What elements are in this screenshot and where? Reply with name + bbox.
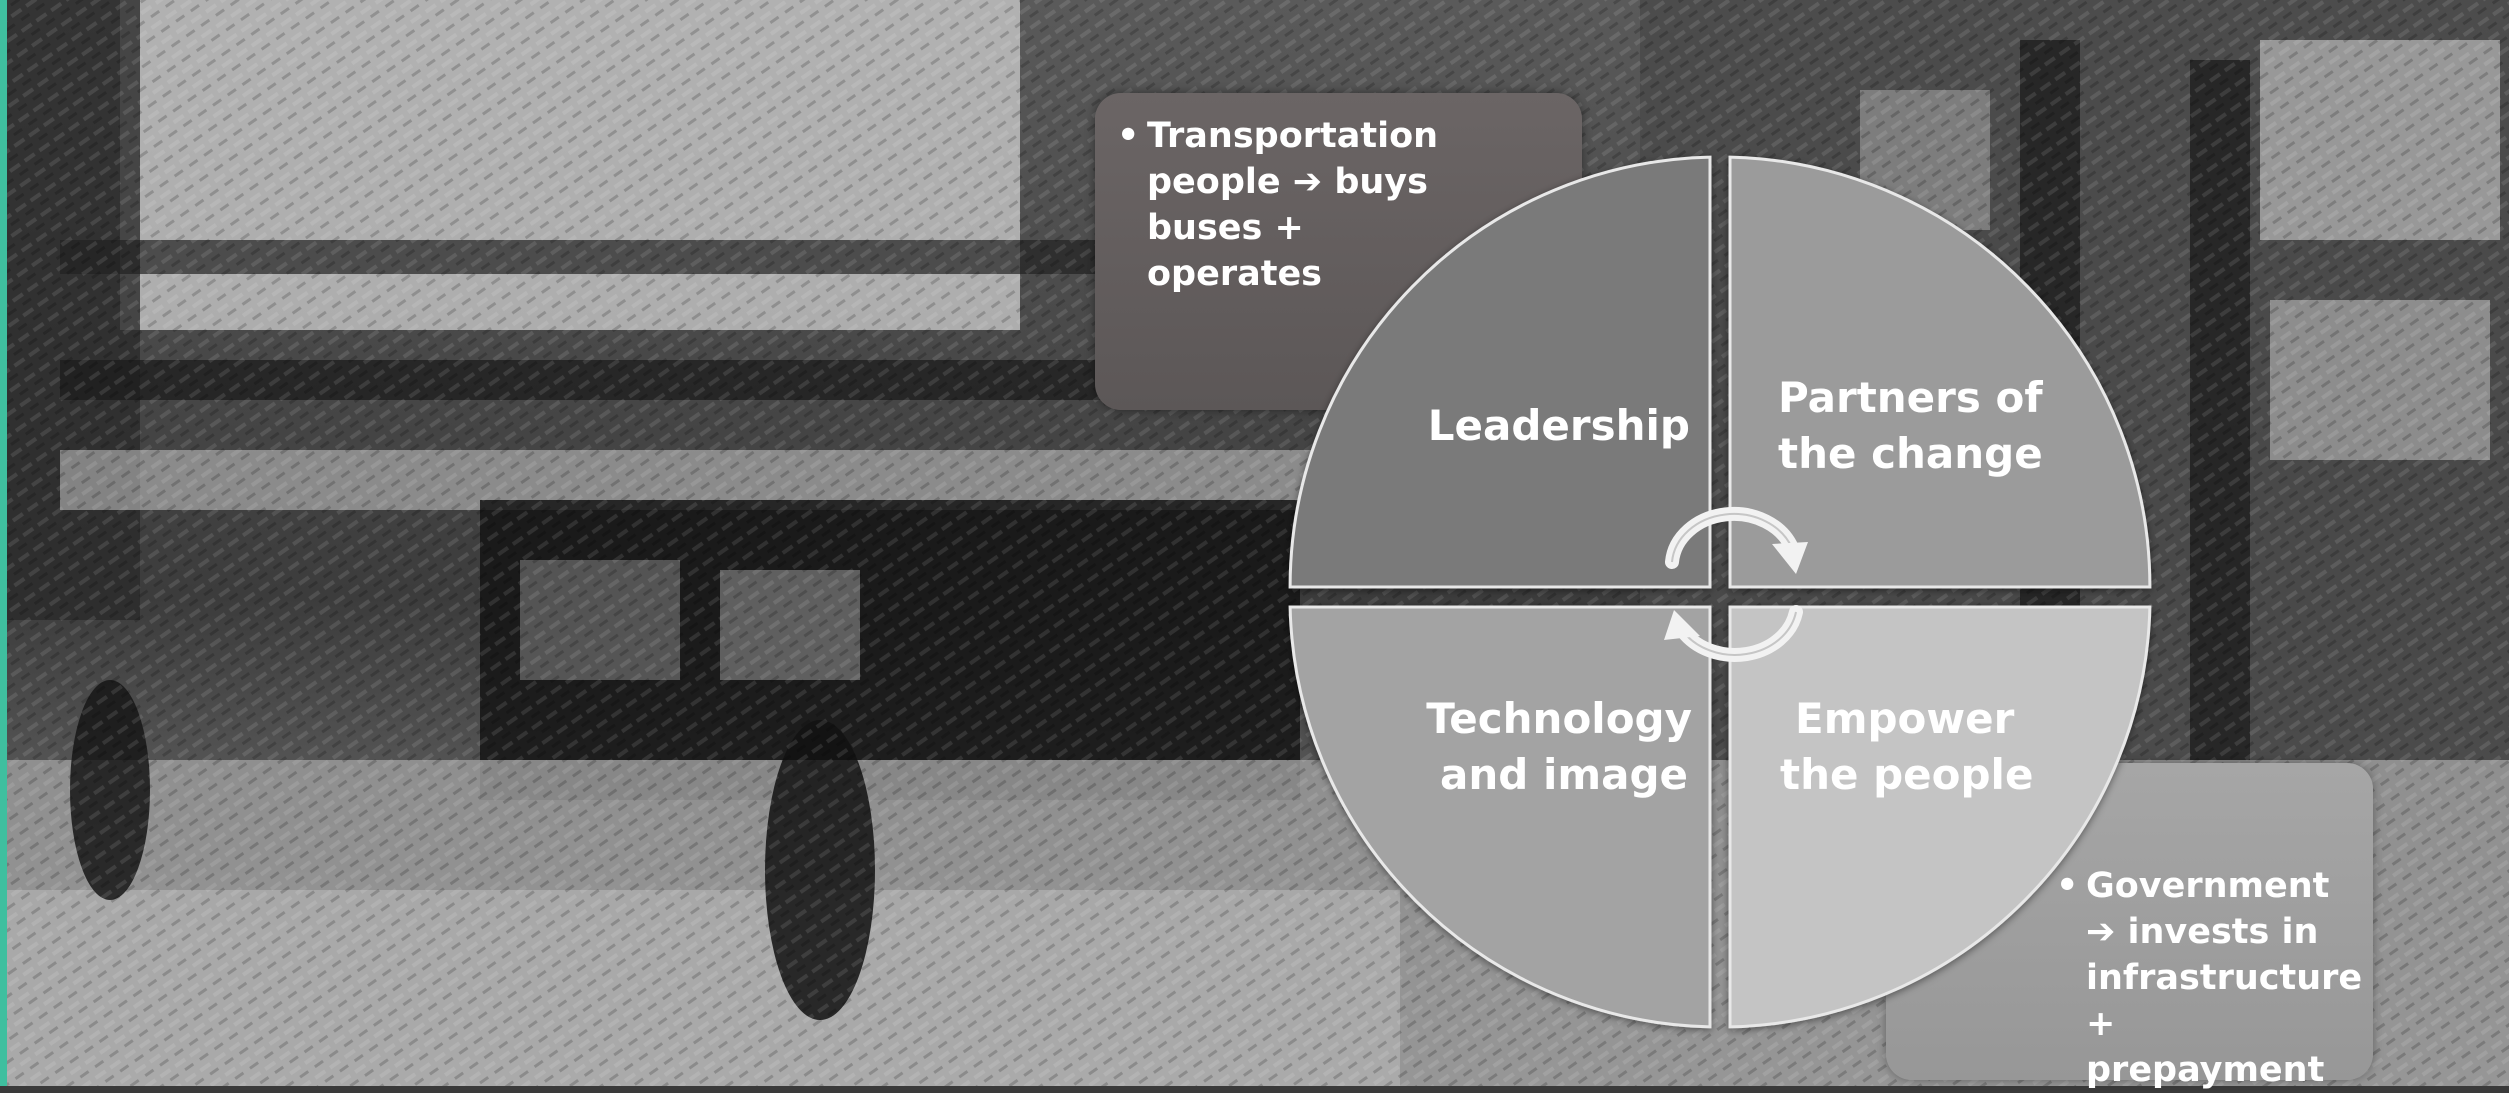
quadrant-empower <box>1728 605 2152 1029</box>
quadrant-partners <box>1728 155 2152 589</box>
callout-line: Transportation <box>1147 116 1439 156</box>
callout-line: people ➔ buys <box>1147 162 1428 202</box>
callout-line: operates <box>1147 254 1323 294</box>
quadrant-label-leadership: Leadership <box>1428 401 1690 450</box>
callout-line: infrastructure <box>2086 958 2363 998</box>
cycle-arrow-icon <box>1664 605 1803 662</box>
quadrant-label-technology: and image <box>1440 750 1688 799</box>
accent-bar <box>0 0 7 1086</box>
callout-transportation-bullet: Transportation people ➔ buys buses + ope… <box>1117 113 1552 297</box>
quadrant-leadership <box>1288 155 1712 589</box>
callout-line: buses + <box>1147 208 1304 248</box>
quadrant-label-partners: the change <box>1778 429 2043 478</box>
quadrant-label-partners: Partners of <box>1778 373 2043 422</box>
callout-line: Government <box>2086 866 2330 906</box>
quadrant-technology <box>1288 605 1712 1029</box>
callout-government-bullet: Government ➔ invests in infrastructure +… <box>2056 863 2362 1093</box>
callout-line: ➔ invests in <box>2086 912 2319 952</box>
cycle-arrow-icon <box>1665 506 1808 574</box>
callout-line: + prepayment <box>2086 1004 2325 1090</box>
quadrant-label-empower: the people <box>1780 750 2033 799</box>
quadrant-label-technology: Technology <box>1426 694 1692 743</box>
quadrant-label-empower: Empower <box>1795 694 2015 743</box>
